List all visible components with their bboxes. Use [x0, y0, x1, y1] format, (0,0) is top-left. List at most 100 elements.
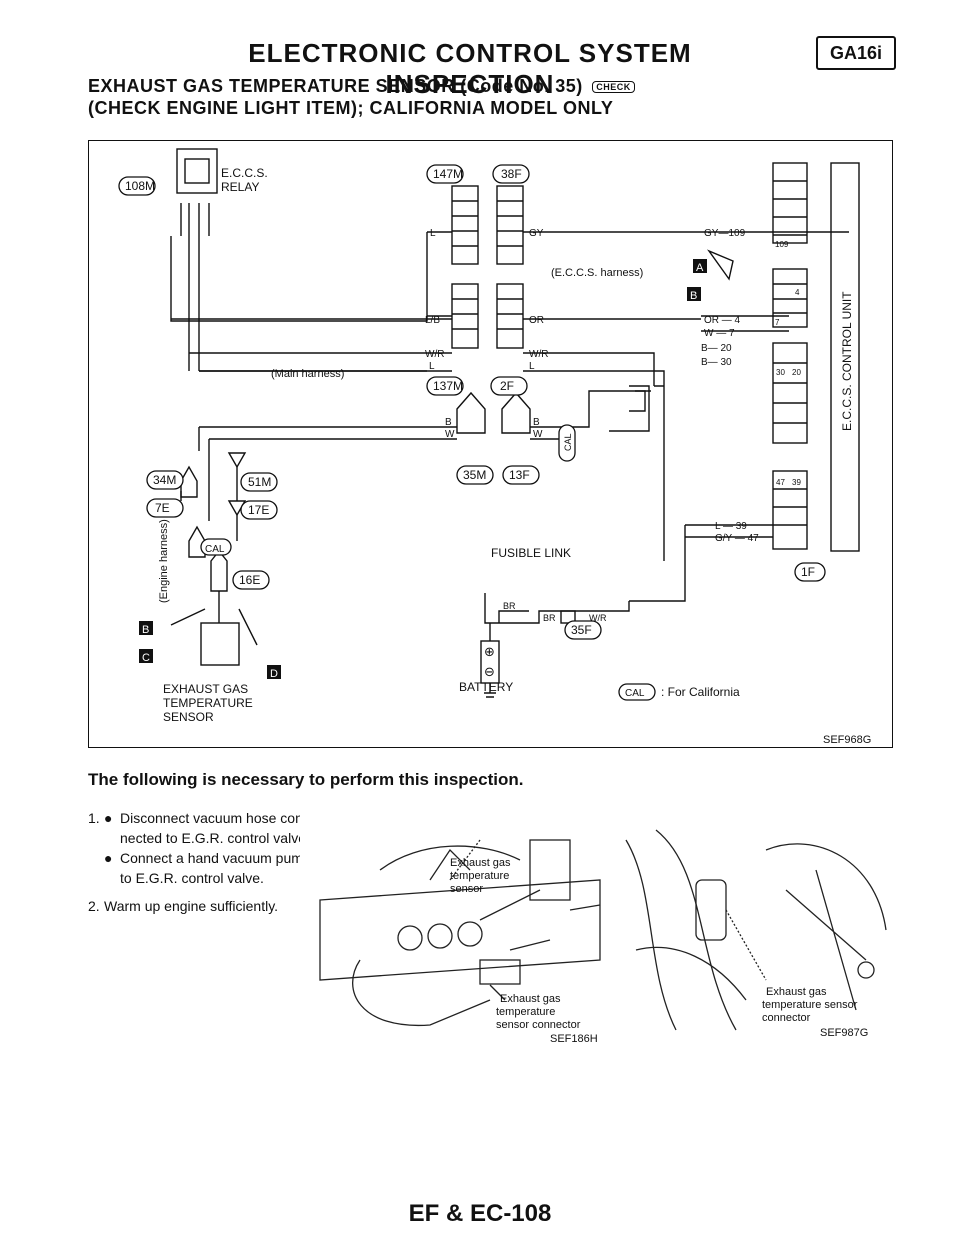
step-1b-line2: to E.G.R. control valve. [120, 870, 264, 886]
cal-symbol-engine: CAL [205, 544, 225, 555]
connector-13f-label: 13F [509, 468, 530, 482]
connector-16e-label: 16E [239, 573, 260, 587]
ecc-harness-label: (E.C.C.S. harness) [551, 267, 643, 279]
step-1-number: 1. [88, 810, 100, 826]
section-title-line2: (CHECK ENGINE LIGHT ITEM); CALIFORNIA MO… [88, 98, 614, 118]
cal-note: : For California [661, 685, 740, 699]
battery-label: BATTERY [459, 680, 513, 694]
ecu-label: E.C.C.S. CONTROL UNIT [840, 291, 854, 431]
photo1-connector-label-1: Exhaust gas [500, 993, 561, 1005]
cal-symbol-main: CAL [563, 433, 573, 451]
engine-illustration-2: Exhaust gas temperature sensor connector… [625, 829, 887, 1039]
connector-51m-label: 51M [248, 475, 271, 489]
marker-d: D [270, 668, 278, 680]
connector-17e-label: 17E [248, 503, 269, 517]
wire-lb-label: L/B [425, 315, 440, 326]
ecu-body [830, 162, 860, 552]
main-harness-label: (Main harness) [271, 368, 344, 380]
engine-photo-1: Exhaust gas temperature sensor Exhaust g… [300, 810, 618, 1050]
sensor-label-1: EXHAUST GAS [163, 682, 248, 696]
step-2-text: Warm up engine sufficiently. [104, 898, 279, 914]
connector-108m-label: 108M [125, 179, 155, 193]
connector-13f [501, 391, 531, 434]
wiring-diagram-svg: E.C.C.S. RELAY 108M 147M 38F 137M 2F 34M… [118, 148, 871, 746]
connector-137m [451, 283, 479, 349]
photo1-code: SEF186H [550, 1033, 598, 1045]
photo2-label-1: Exhaust gas [766, 986, 827, 998]
step-1a-line2: nected to E.G.R. control valve. [120, 830, 310, 846]
photo2-label-3: connector [762, 1012, 811, 1024]
step-2-number: 2. [88, 898, 100, 914]
section-title-text: EXHAUST GAS TEMPERATURE SENSOR (Code No.… [88, 76, 583, 96]
section-title-line1: EXHAUST GAS TEMPERATURE SENSOR (Code No.… [88, 76, 635, 97]
connector-38f [496, 185, 524, 265]
connector-1f-label: 1F [801, 565, 815, 579]
wire-b-label-1: B [445, 417, 452, 428]
connector-2f [496, 283, 524, 349]
page-number: EF & EC-108 [408, 1200, 552, 1227]
connector-137m-label: 137M [433, 379, 463, 393]
pin-109: 109 [775, 240, 789, 249]
connector-38f-label: 38F [501, 167, 522, 181]
engine-harness-label: (Engine harness) [158, 519, 170, 603]
battery-plus-icon: ⊕ [484, 644, 495, 659]
marker-b: B [690, 290, 697, 302]
ecc-relay-box [176, 148, 218, 194]
photo2-code: SEF987G [820, 1027, 868, 1039]
cal-symbol: CAL [625, 688, 645, 699]
engine-illustration-1: Exhaust gas temperature sensor Exhaust g… [319, 839, 601, 1045]
bullet-2: ● [104, 850, 113, 866]
relay-label-1: E.C.C.S. [221, 166, 268, 180]
ecu-connector-2 [772, 268, 808, 328]
photo1-connector-label-2: temperature [496, 1006, 555, 1018]
pin-20: 20 [792, 368, 801, 377]
connector-7e-label: 7E [155, 501, 170, 515]
wire-l-label: L [430, 228, 436, 239]
sensor-label-3: SENSOR [163, 710, 214, 724]
wire-wr-label-3: W/R [589, 613, 607, 623]
wire-wr-label-1: W/R [425, 349, 444, 360]
connector-35m-label: 35M [463, 468, 486, 482]
check-engine-icon: CHECK [592, 81, 635, 94]
wire-b30-label: B— 30 [701, 357, 732, 368]
wire-w-label-1: W [445, 429, 455, 440]
wire-w7-label: W — 7 [704, 328, 735, 339]
connector-51m [227, 452, 247, 469]
wire-or-label: OR [529, 315, 544, 326]
wire-l-label-2: L [429, 361, 435, 372]
wire-w-label-2: W [533, 429, 543, 440]
marker-c: C [142, 652, 150, 664]
photo1-connector-label-3: sensor connector [496, 1019, 581, 1031]
photo1-sensor-label-3: sensor [450, 883, 483, 895]
connector-147m-label: 147M [433, 167, 463, 181]
photo2-label-2: temperature sensor [762, 999, 858, 1011]
photo1-sensor-label-2: temperature [450, 870, 509, 882]
bullet-1: ● [104, 810, 113, 826]
wiring-diagram: E.C.C.S. RELAY 108M 147M 38F 137M 2F 34M… [88, 140, 893, 748]
step-1b-line1: Connect a hand vacuum pump [120, 850, 311, 866]
wire-gy47-label: G/Y — 47 [715, 533, 759, 544]
step-1a-line1: Disconnect vacuum hose con- [120, 810, 308, 826]
photo1-sensor-label-1: Exhaust gas [450, 857, 511, 869]
wire-br-label-2: BR [543, 613, 556, 623]
engine-code-badge: GA16i [816, 36, 896, 70]
page-title: ELECTRONIC CONTROL SYSTEM INSPECTION [248, 38, 692, 99]
engine-photo-2: Exhaust gas temperature sensor connector… [616, 810, 896, 1050]
wire-wr-label-2: W/R [529, 349, 548, 360]
wire-b20-label: B— 20 [701, 343, 732, 354]
ecu-connector-1 [772, 162, 808, 244]
instruction-heading: The following is necessary to perform th… [88, 770, 524, 789]
wire-gy-label: GY [529, 228, 544, 239]
sensor-connector-2 [695, 879, 727, 941]
ecu-connector-3 [772, 342, 808, 444]
fusible-link-label: FUSIBLE LINK [491, 546, 571, 560]
marker-b-2: B [142, 624, 149, 636]
connector-35m [456, 391, 486, 434]
wire-l-label-3: L [529, 361, 535, 372]
wire-l39-label: L — 39 [715, 521, 747, 532]
sensor-label-2: TEMPERATURE [163, 696, 253, 710]
pin-47: 47 [776, 478, 785, 487]
connector-34m-label: 34M [153, 473, 176, 487]
pin-4: 4 [795, 288, 800, 297]
relay-label-2: RELAY [221, 180, 259, 194]
